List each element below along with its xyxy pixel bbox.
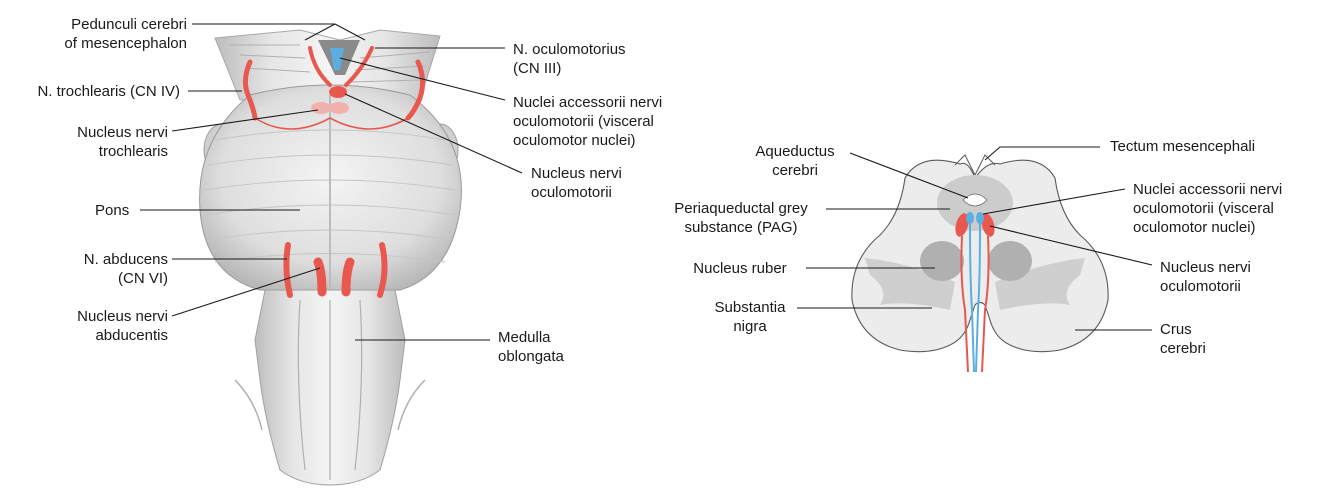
trochlear-nerve-right	[405, 59, 426, 121]
trochlear-nucleus	[311, 102, 331, 114]
leader-nucleus-trochlearis	[171, 109, 319, 132]
abducens-nucleus-left	[313, 257, 327, 297]
label-nucleus-trochlearis: Nucleus nervi	[77, 124, 168, 141]
label-substantia-nigra-2: nigra	[733, 318, 767, 335]
label-nucleus-abducentis-2: abducentis	[95, 327, 168, 344]
oculomotor-accessory-blue	[330, 48, 344, 70]
label-nucleus-abducentis: Nucleus nervi	[77, 308, 168, 325]
trochlear-decussation	[254, 117, 409, 130]
fibre-red-right	[981, 235, 990, 373]
oculomotor-nucleus-right	[981, 213, 995, 237]
leader-tectum	[984, 146, 1100, 161]
label-n-oculomotorius: N. oculomotorius	[513, 41, 626, 58]
label-pag: Periaqueductal grey	[674, 200, 808, 217]
trochlear-nerve-left	[242, 59, 258, 121]
fibre-red-left	[960, 235, 969, 373]
label-aqueductus-2: cerebri	[772, 162, 818, 179]
label-nucleus-oculomotorii-left: Nucleus nervi	[531, 165, 622, 182]
visceral-nucleus-left	[966, 212, 974, 224]
red-nucleus-right	[988, 241, 1032, 281]
label-nuclei-accessorii-left-3: oculomotor nuclei)	[513, 132, 636, 149]
fibre-blue-right	[975, 223, 981, 373]
substantia-nigra-right	[995, 258, 1085, 310]
label-pag-2: substance (PAG)	[684, 219, 797, 236]
leader-nuclei-accessorii-left	[339, 57, 506, 101]
label-nuclei-accessorii-right-3: oculomotor nuclei)	[1133, 219, 1256, 236]
oculomotor-nerve-left	[308, 46, 332, 87]
label-n-abducens-2: (CN VI)	[118, 270, 168, 287]
red-nucleus-left	[920, 241, 964, 281]
label-aqueductus: Aqueductus	[755, 143, 834, 160]
label-crus-cerebri: Crus	[1160, 321, 1192, 338]
abducens-nucleus-right	[341, 257, 355, 297]
aqueduct	[962, 193, 988, 207]
label-substantia-nigra: Substantia	[715, 299, 787, 316]
label-crus-cerebri-2: cerebri	[1160, 340, 1206, 357]
label-nucleus-ruber: Nucleus ruber	[693, 260, 786, 277]
label-nuclei-accessorii-left-2: oculomotorii (visceral	[513, 113, 654, 130]
abducens-nerve-right	[377, 242, 388, 298]
label-medulla-2: oblongata	[498, 348, 565, 365]
label-n-trochlearis: N. trochlearis (CN IV)	[37, 83, 180, 100]
label-nuclei-accessorii-left: Nuclei accessorii nervi	[513, 94, 662, 111]
label-pons: Pons	[95, 202, 129, 219]
leader-nuclei-accessorii-right	[982, 188, 1126, 215]
leader-aqueductus	[849, 152, 969, 199]
label-nucleus-oculomotorii-left-2: oculomotorii	[531, 184, 612, 201]
label-pedunculi-2: of mesencephalon	[64, 35, 187, 52]
label-n-oculomotorius-2: (CN III)	[513, 60, 561, 77]
label-nucleus-trochlearis-2: trochlearis	[99, 143, 168, 160]
brainstem-illustration	[199, 29, 462, 486]
label-nucleus-oculomotorii-right-2: oculomotorii	[1160, 278, 1241, 295]
visceral-nucleus-right	[976, 212, 984, 224]
substantia-nigra-left	[865, 258, 955, 310]
label-medulla: Medulla	[498, 329, 551, 346]
abducens-nerve-left	[283, 242, 293, 298]
label-nuclei-accessorii-right-2: oculomotorii (visceral	[1133, 200, 1274, 217]
label-tectum: Tectum mesencephali	[1110, 138, 1255, 155]
label-nuclei-accessorii-right: Nuclei accessorii nervi	[1133, 181, 1282, 198]
label-nucleus-oculomotorii-right: Nucleus nervi	[1160, 259, 1251, 276]
leader-nucleus-oculomotorii-right	[989, 225, 1153, 266]
oculomotor-nucleus	[329, 86, 347, 98]
oculomotor-nucleus-left	[955, 213, 969, 237]
leader-nucleus-oculomotorii-left	[344, 93, 523, 174]
label-pedunculi: Pedunculi cerebri	[71, 16, 187, 33]
leader-nucleus-abducentis	[171, 267, 321, 317]
label-n-abducens: N. abducens	[84, 251, 168, 268]
oculomotor-nerve-right	[344, 46, 374, 87]
midbrain-section	[851, 154, 1109, 373]
fibre-blue-left	[969, 223, 975, 373]
